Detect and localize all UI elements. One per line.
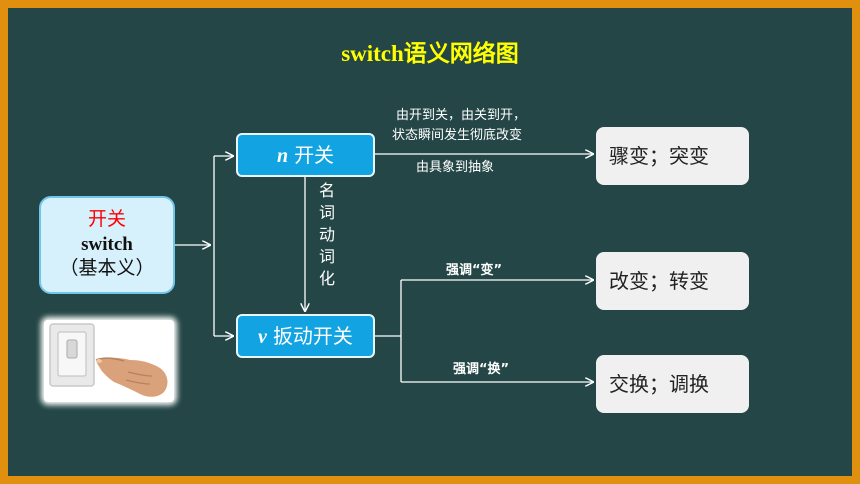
nominal-verbalization-label: 名 词 动 词 化 xyxy=(317,180,337,290)
diagram-title: switch语义网络图 xyxy=(341,41,519,66)
result-change: 改变；转变 xyxy=(596,252,749,310)
hand-switch-photo xyxy=(44,320,174,402)
noun-pos-label: n xyxy=(276,145,289,167)
verb-pos-label: v xyxy=(258,326,267,348)
note-emphasis-swap: 强调“换” xyxy=(453,362,510,377)
note-abstract: 由具象到抽象 xyxy=(416,160,495,175)
verb-node-label: 扳动开关 xyxy=(272,324,353,348)
note-emphasis-change: 强调“变” xyxy=(446,263,503,278)
vertical-char: 动 xyxy=(318,225,335,244)
note-instant-line2: 状态瞬间发生彻底改变 xyxy=(392,128,523,143)
hand-pressing-light-switch-icon xyxy=(44,320,174,402)
vertical-char: 词 xyxy=(318,247,335,266)
result-exchange: 交换；调换 xyxy=(596,355,749,413)
root-english-label: switch xyxy=(81,234,133,255)
vertical-char: 名 xyxy=(318,181,335,200)
vertical-char: 词 xyxy=(318,203,335,222)
root-basic-meaning-label: （基本义） xyxy=(59,257,155,279)
noun-node-label: 开关 xyxy=(294,143,335,167)
vertical-char: 化 xyxy=(318,269,335,288)
result-sudden-change: 骤变；突变 xyxy=(596,127,749,185)
root-chinese-label: 开关 xyxy=(87,208,126,230)
root-node: 开关 switch （基本义） xyxy=(39,196,175,294)
connector-lines xyxy=(175,8,852,476)
note-instant-line1: 由开到关，由关到开， xyxy=(396,108,527,123)
